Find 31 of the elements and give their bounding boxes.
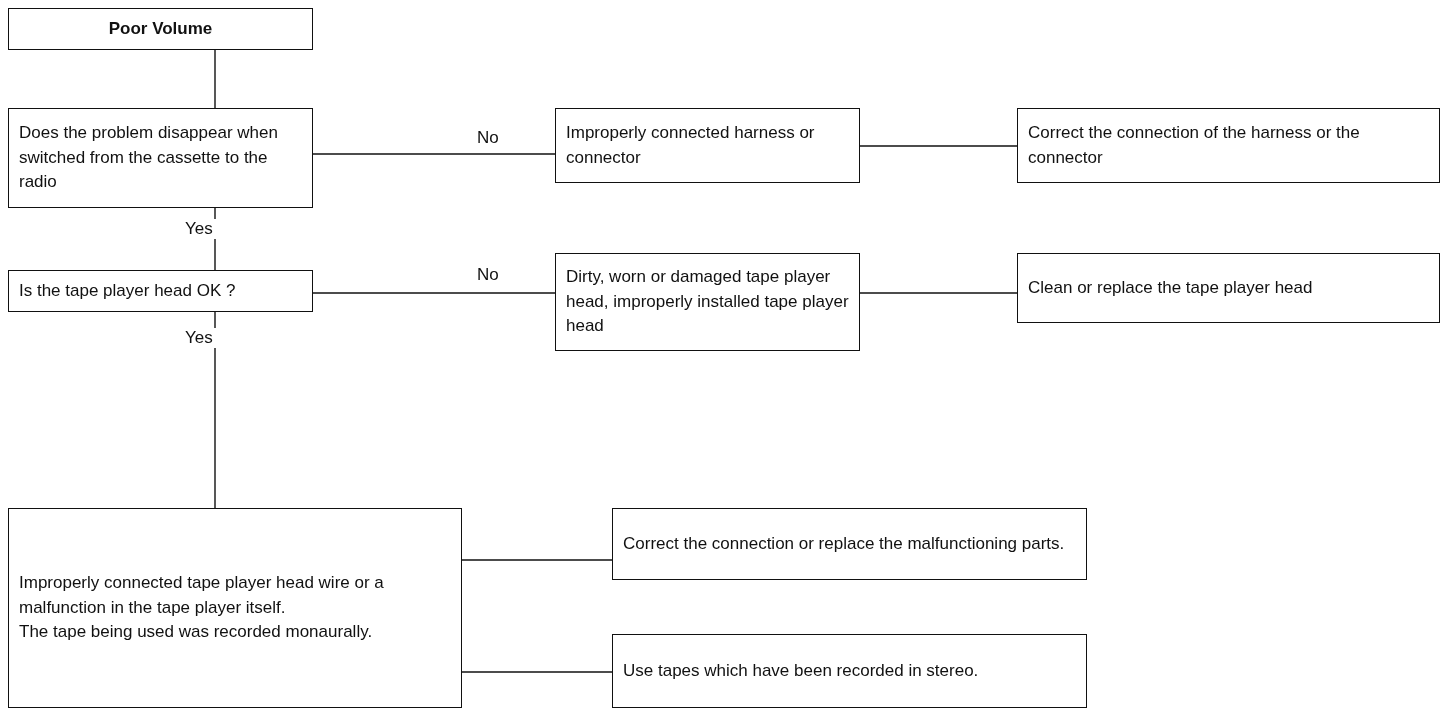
process-box xyxy=(1017,253,1440,323)
box-text: Does the problem disappear when switched from the cassette to the radio xyxy=(19,122,279,194)
box-text: Use tapes which have been recorded in stereo. xyxy=(623,659,980,682)
process-box xyxy=(8,108,313,208)
connector-line xyxy=(312,153,556,155)
box-text: Correct the connection of the harness or the connector xyxy=(1028,121,1361,169)
process-box xyxy=(555,108,860,183)
process-box xyxy=(555,253,860,351)
box-text: Poor Volume xyxy=(108,17,213,40)
box-text: Improperly connected tape player head wire or a malfunction in the tape player itself. xyxy=(19,572,385,619)
box-text: Correct the connection or replace the malfunctioning parts. xyxy=(623,532,1066,555)
box-text: Clean or replace the tape player head xyxy=(1028,276,1314,299)
connector-line xyxy=(461,559,613,561)
process-box xyxy=(1017,108,1440,183)
process-box xyxy=(8,8,313,50)
process-box xyxy=(612,634,1087,708)
box-text: The tape being used was recorded monaurally. xyxy=(19,621,374,644)
process-box xyxy=(612,508,1087,580)
process-box xyxy=(8,270,313,312)
edge-label: Yes xyxy=(182,328,216,349)
connector-line xyxy=(859,292,1018,294)
connector-line xyxy=(859,145,1018,147)
box-text: Dirty, worn or damaged tape player head, improperly installed tape player head xyxy=(566,266,849,338)
connector-line xyxy=(312,292,556,294)
connector-line xyxy=(214,311,216,509)
edge-label: Yes xyxy=(182,219,216,240)
box-text: Improperly connected harness or connector xyxy=(566,121,816,169)
connector-line xyxy=(214,49,216,109)
process-box xyxy=(8,508,462,708)
box-text: Is the tape player head OK ? xyxy=(19,279,237,302)
connector-line xyxy=(461,671,613,673)
